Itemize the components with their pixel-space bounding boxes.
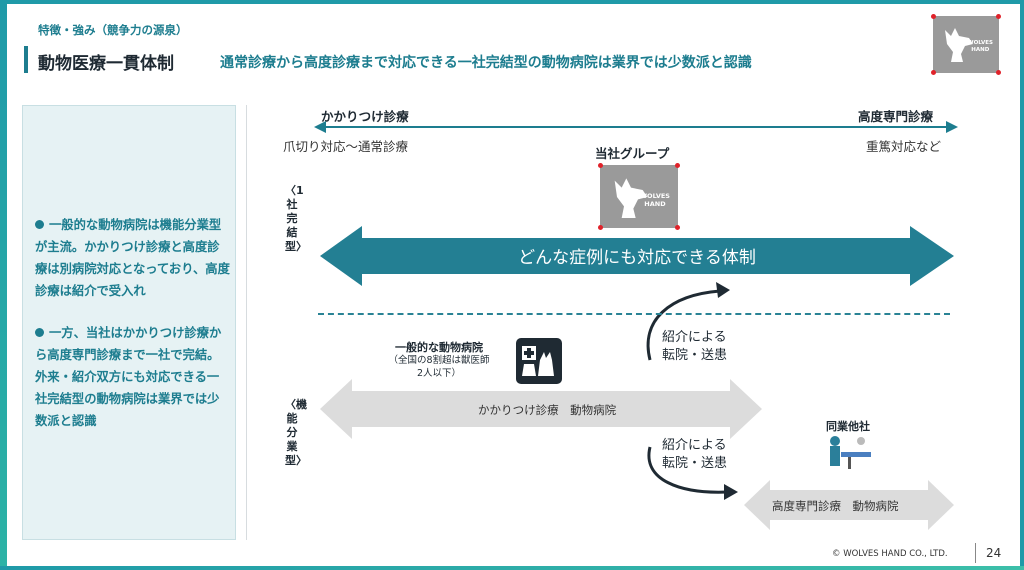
logo-text-line1: WOLVES bbox=[967, 40, 993, 46]
bullet-text: 一方、当社はかかりつけ診療から高度専門診療まで一社で完結。外来・紹介双方にも対応… bbox=[35, 326, 222, 428]
bullet-item: 一般的な動物病院は機能分業型が主流。かかりつけ診療と高度診療は別病院対応となって… bbox=[35, 214, 230, 302]
scale-right-sublabel: 重篤対応など bbox=[866, 139, 942, 154]
company-logo: WOLVES HAND bbox=[931, 14, 1001, 75]
scale-left-label: かかりつけ診療 bbox=[321, 109, 409, 124]
referral-arrowhead bbox=[716, 282, 730, 298]
page-title: 動物医療一貫体制 bbox=[38, 54, 174, 74]
vertical-label-divided: 〈機能分業型〉 bbox=[285, 398, 307, 467]
scale-right-label: 高度専門診療 bbox=[858, 109, 934, 124]
vet-icon bbox=[830, 436, 871, 469]
group-label: 当社グループ bbox=[595, 146, 670, 161]
referral-label-lower-line2: 転院・送患 bbox=[662, 456, 728, 471]
logo-corner-mark bbox=[598, 163, 603, 168]
pet-clinic-icon bbox=[516, 338, 562, 384]
group-logo-text-line1: WOLVES bbox=[639, 192, 670, 200]
group-logo-text-line2: HAND bbox=[644, 200, 666, 208]
logo-corner-mark bbox=[675, 225, 680, 230]
integrated-arrow-label: どんな症例にも対応できる体制 bbox=[518, 248, 756, 268]
logo-corner-mark bbox=[931, 14, 936, 19]
group-logo: WOLVES HAND bbox=[598, 163, 680, 230]
logo-corner-mark bbox=[931, 70, 936, 75]
logo-text-line2: HAND bbox=[971, 47, 990, 53]
frame-right bbox=[1020, 0, 1024, 570]
referral-label-upper: 紹介による 転院・送患 bbox=[662, 329, 727, 365]
referral-arrowhead bbox=[724, 484, 738, 500]
summary-panel: 一般的な動物病院は機能分業型が主流。かかりつけ診療と高度診療は別病院対応となって… bbox=[22, 105, 236, 540]
bullet-text: 一般的な動物病院は機能分業型が主流。かかりつけ診療と高度診療は別病院対応となって… bbox=[35, 218, 230, 298]
referral-label-lower: 紹介による 転院・送患 bbox=[662, 437, 727, 473]
page-subtitle: 通常診療から高度診療まで対応できる一社完結型の動物病院は業界では少数派と認識 bbox=[220, 55, 752, 71]
logo-text: WOLVES HAND bbox=[968, 40, 993, 54]
referral-label-lower-line1: 紹介による bbox=[662, 438, 727, 453]
bullet-dot-icon bbox=[35, 220, 44, 229]
competitor-label: 同業他社 bbox=[826, 420, 870, 433]
referral-label-upper-line1: 紹介による bbox=[662, 330, 727, 345]
wolf-icon bbox=[945, 28, 973, 62]
general-hospital-title: 一般的な動物病院 bbox=[395, 341, 483, 354]
group-logo-text: WOLVES HAND bbox=[640, 192, 670, 208]
frame-left bbox=[0, 0, 7, 570]
logo-corner-mark bbox=[996, 14, 1001, 19]
frame-bottom bbox=[0, 566, 1024, 570]
vertical-label-integrated: 〈1社完結型〉 bbox=[285, 184, 307, 253]
logo-corner-mark bbox=[996, 70, 1001, 75]
general-arrow-label: かかりつけ診療 動物病院 bbox=[478, 403, 617, 417]
general-hospital-note: （全国の8割超は獣医師 2人以下） bbox=[376, 354, 502, 380]
pet-icon bbox=[522, 346, 554, 376]
title-accent-bar bbox=[24, 46, 28, 73]
section-divider-dashed bbox=[318, 313, 950, 315]
wolf-icon bbox=[614, 178, 648, 218]
general-hospital-note-line2: 2人以下） bbox=[416, 368, 462, 379]
logo-corner-mark bbox=[598, 225, 603, 230]
footer-separator bbox=[975, 543, 976, 563]
section-label: 特徴・強み（競争力の源泉） bbox=[38, 23, 188, 37]
referral-label-upper-line2: 転院・送患 bbox=[662, 348, 728, 363]
bullet-dot-icon bbox=[35, 328, 44, 337]
page-number: 24 bbox=[986, 546, 1002, 560]
footer-copyright: © WOLVES HAND CO., LTD. bbox=[832, 549, 948, 559]
specialist-arrow-label: 高度専門診療 動物病院 bbox=[772, 499, 899, 513]
panel-divider bbox=[246, 105, 247, 540]
bullet-item: 一方、当社はかかりつけ診療から高度専門診療まで一社で完結。外来・紹介双方にも対応… bbox=[35, 322, 230, 432]
frame-top bbox=[0, 0, 1024, 4]
logo-corner-mark bbox=[675, 163, 680, 168]
general-hospital-note-line1: （全国の8割超は獣医師 bbox=[388, 355, 490, 366]
scale-left-sublabel: 爪切り対応〜通常診療 bbox=[283, 139, 409, 154]
